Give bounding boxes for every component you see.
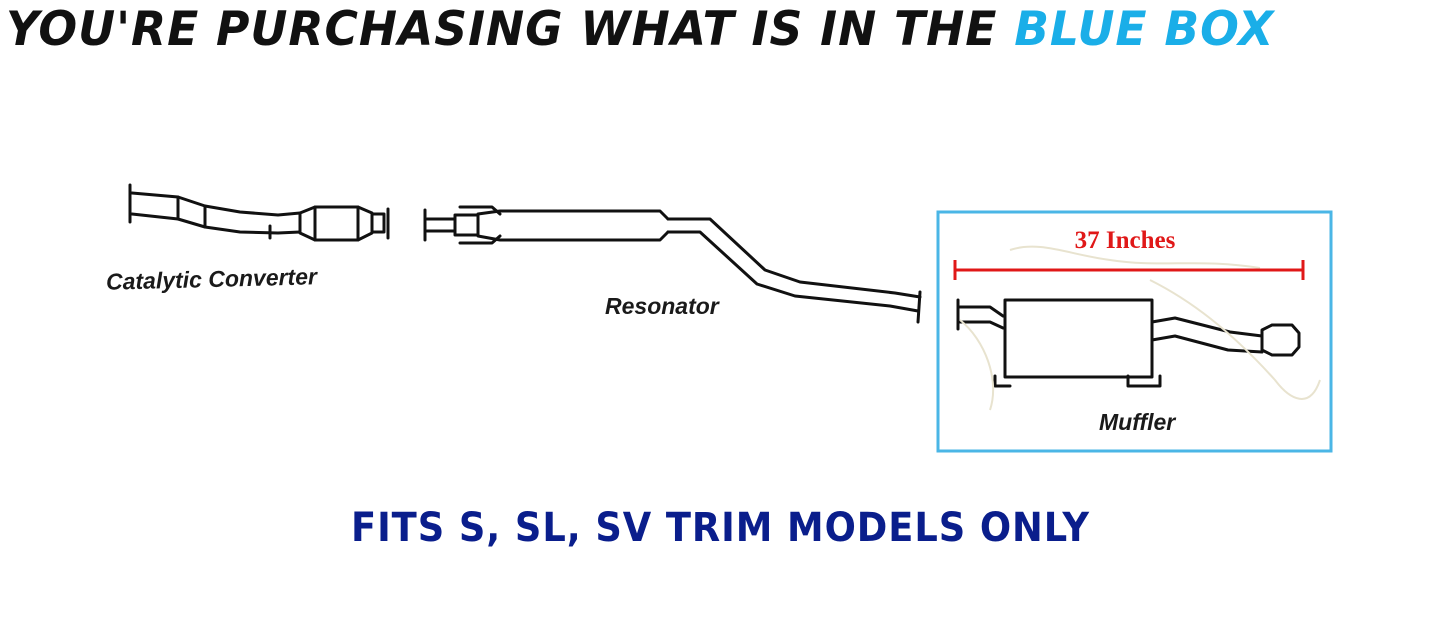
headline: YOU'RE PURCHASING WHAT IS IN THE BLUE BO… xyxy=(6,0,1398,60)
catalytic-converter-drawing xyxy=(128,183,390,242)
resonator-drawing xyxy=(423,205,922,324)
watermark-swirl xyxy=(959,245,1321,411)
dimension-label: 37 Inches xyxy=(1074,227,1176,254)
dimension-line xyxy=(953,260,1305,280)
fitment-note: FITS S, SL, SV TRIM MODELS ONLY xyxy=(351,505,1090,551)
muffler-drawing xyxy=(956,298,1301,388)
muffler-label: Muffler xyxy=(1099,409,1176,435)
blue-highlight-box xyxy=(936,210,1333,453)
catalytic-converter-label: Catalytic Converter xyxy=(105,263,318,295)
resonator-label: Resonator xyxy=(605,293,719,319)
headline-part-2: BLUE BOX xyxy=(1014,2,1275,57)
headline-part-1: YOU'RE PURCHASING WHAT IS IN THE xyxy=(6,2,1015,57)
